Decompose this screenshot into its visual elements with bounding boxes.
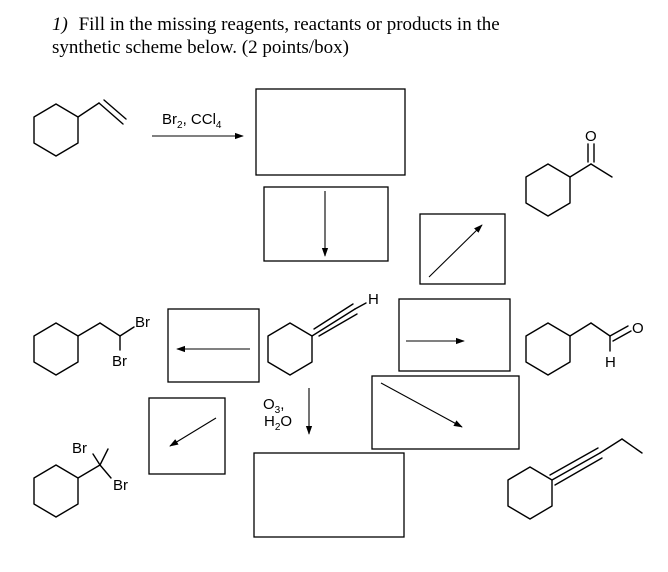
atom-br-geminal-1: Br: [72, 440, 87, 457]
question-text-1: Fill in the missing reagents, reactants …: [79, 14, 500, 35]
geminal-dibromide-structure: [33, 448, 112, 518]
atom-h-alkyne: H: [368, 291, 379, 308]
cyclohexylbutyne-structure: [507, 438, 643, 520]
atom-h-aldehyde: H: [605, 354, 616, 371]
arrow-down-left-box-7: [169, 417, 217, 447]
answer-box-8[interactable]: [253, 452, 405, 538]
answer-box-4[interactable]: [167, 308, 260, 383]
atom-br-vicinal-1: Br: [135, 314, 150, 331]
arrow-up-right-box-3: [428, 224, 483, 278]
atom-o-ketone: O: [585, 128, 597, 145]
cyclohexyl-methyl-ketone-structure: [525, 143, 613, 217]
answer-box-1[interactable]: [255, 88, 406, 176]
ethynylcyclohexane-structure: [267, 302, 367, 376]
question-number: 1): [52, 14, 68, 35]
question-line-2: synthetic scheme below. (2 points/box): [52, 37, 349, 58]
reagent-br2-ccl4: Br2, CCl4: [162, 111, 222, 131]
reagent-h2o: H2O: [264, 413, 292, 433]
reagent-o3: O3,: [263, 396, 284, 416]
vinylcyclohexane-structure: [33, 99, 127, 157]
answer-box-5[interactable]: [398, 298, 511, 372]
answer-box-6[interactable]: [371, 375, 520, 450]
cyclohexylacetaldehyde-structure: [525, 322, 632, 376]
atom-o-aldehyde: O: [632, 320, 644, 337]
vicinal-dibromide-structure: [33, 322, 135, 376]
atom-br-geminal-2: Br: [113, 477, 128, 494]
arrow-down-right-box-6: [380, 382, 463, 428]
question-line-1: 1) Fill in the missing reagents, reactan…: [52, 14, 500, 35]
atom-br-vicinal-2: Br: [112, 353, 127, 370]
answer-box-2[interactable]: [263, 186, 389, 262]
